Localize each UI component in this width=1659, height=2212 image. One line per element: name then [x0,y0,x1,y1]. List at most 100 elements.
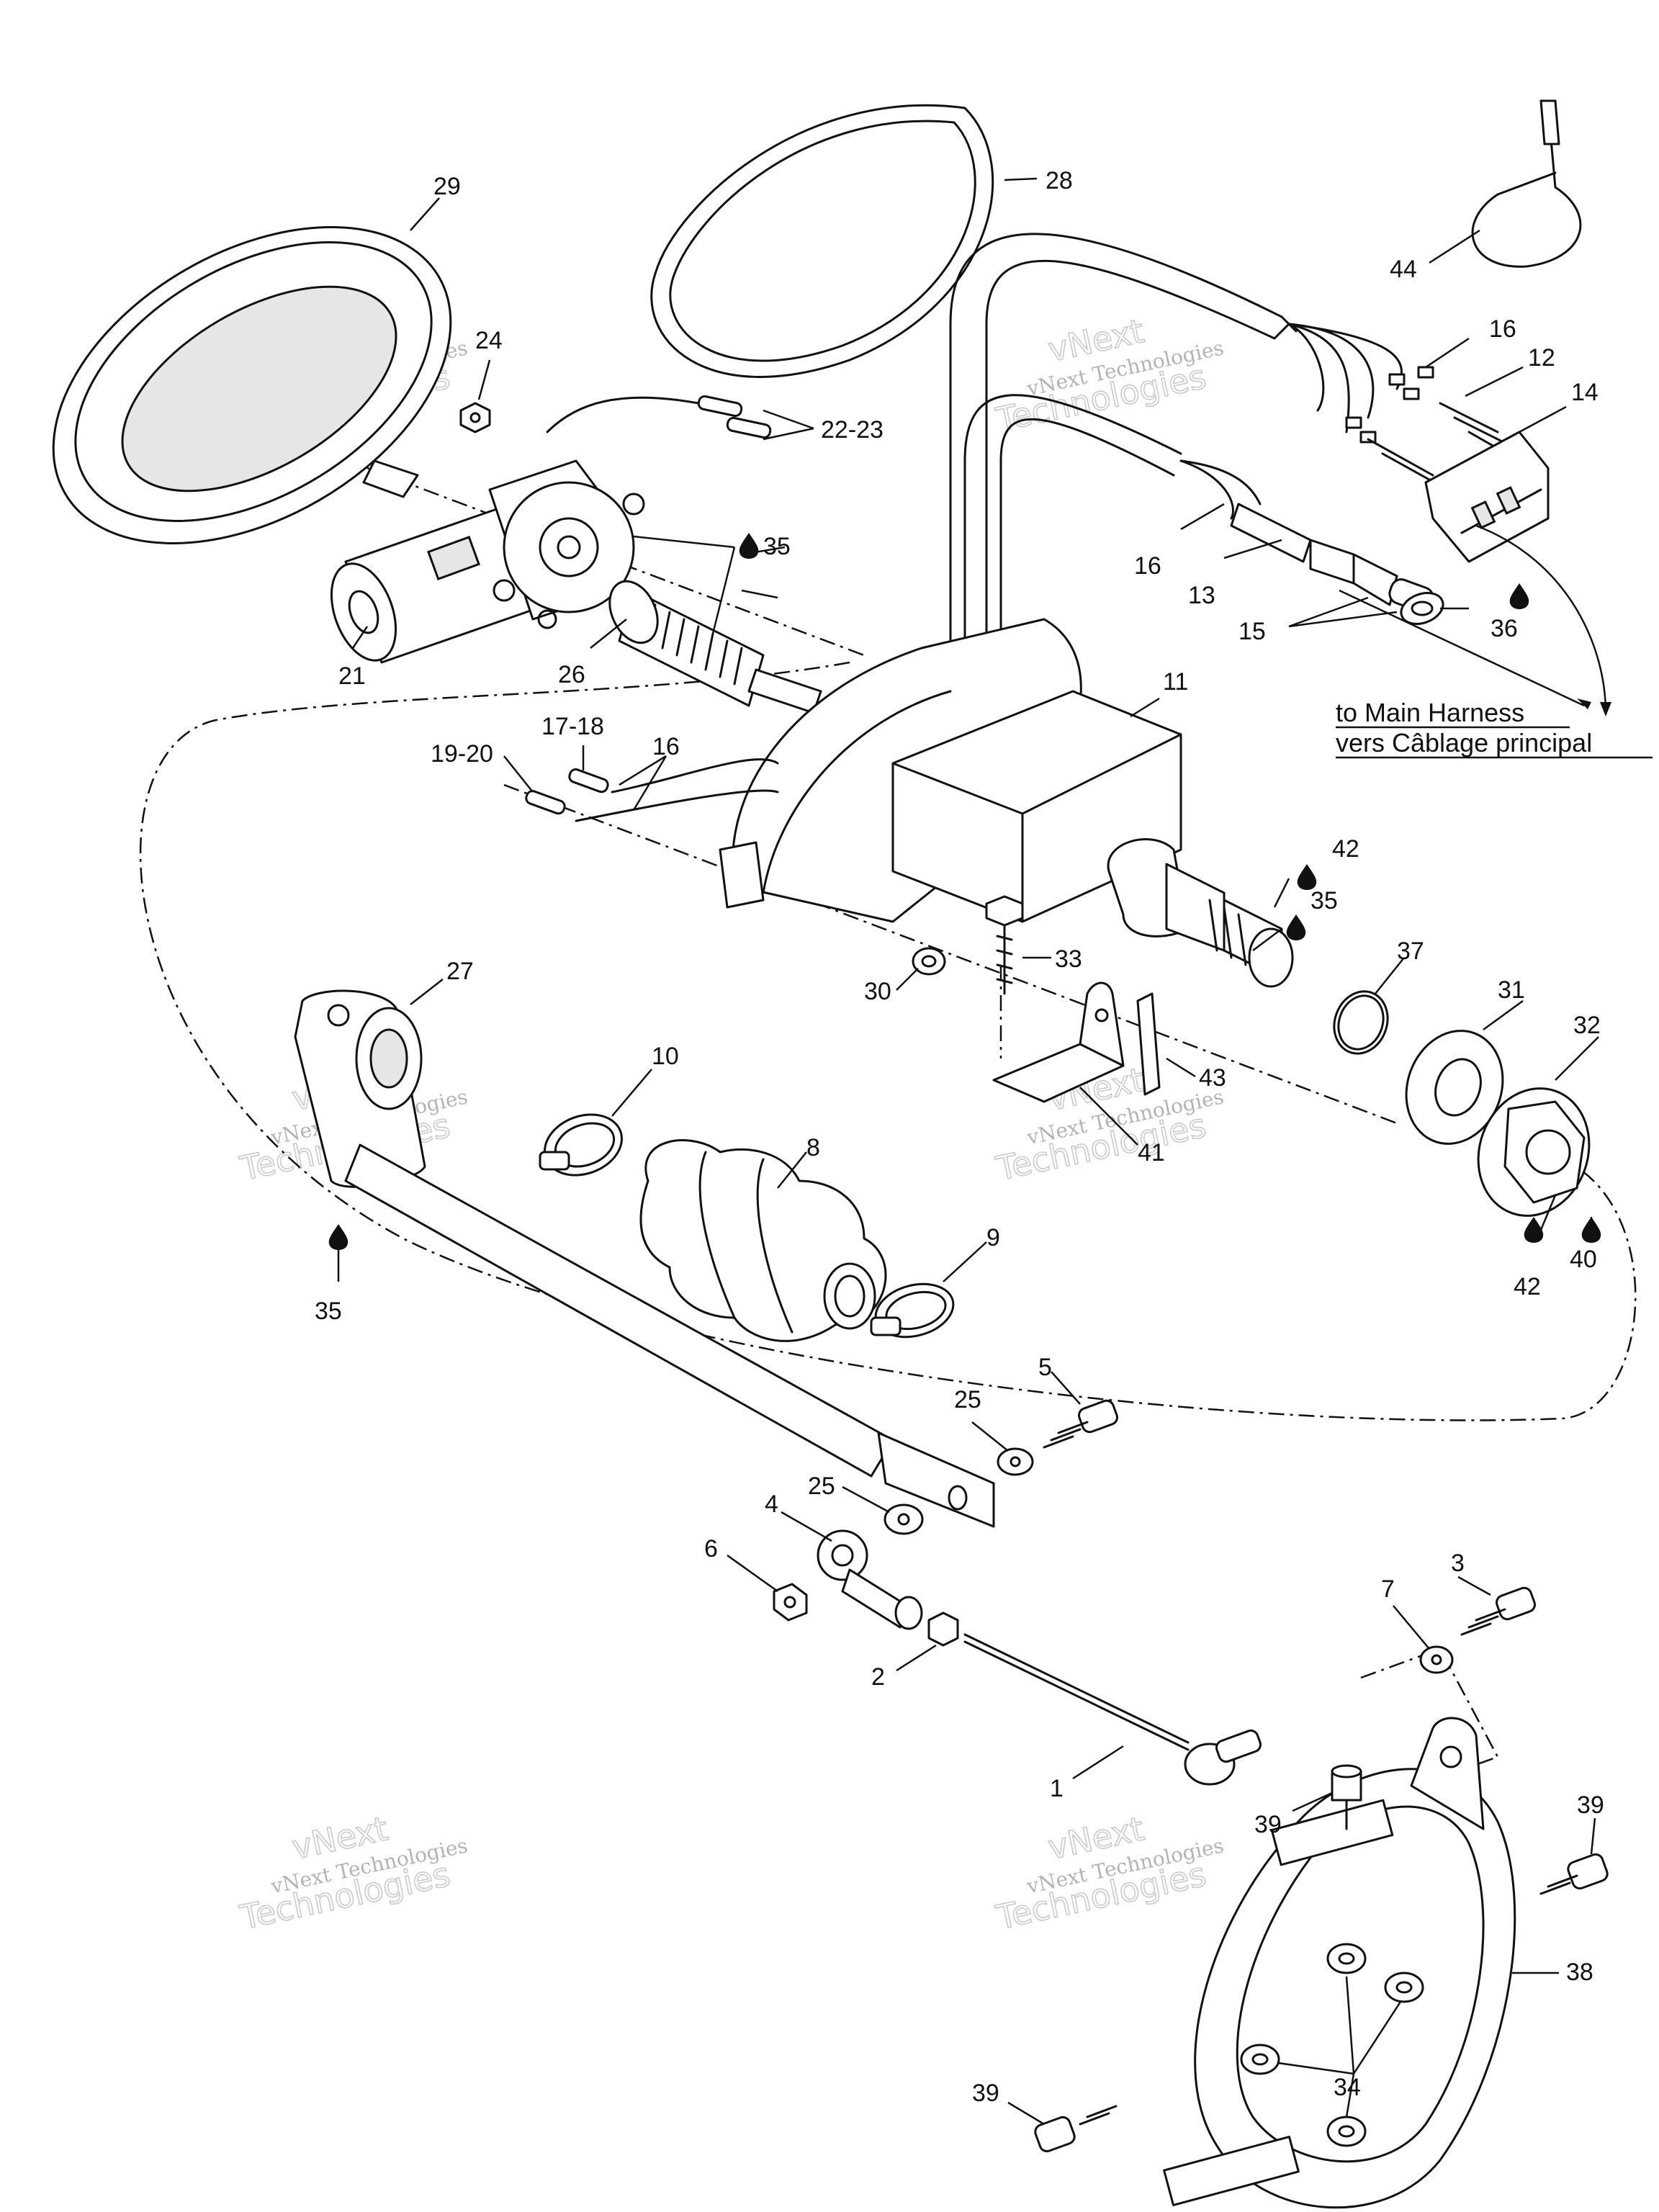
harness-note-fr: vers Câblage principal [1336,728,1592,757]
part-9-hose-clamp [870,1282,955,1339]
part-11-actuator [719,618,1294,988]
part-39-screw-top [1331,1764,1362,1830]
part-39-screw-right [1539,1853,1609,1895]
oil-drop-icon [328,1224,349,1250]
callout-44: 44 [1390,256,1417,283]
callout-38: 38 [1566,1959,1593,1986]
callout-14: 14 [1571,379,1599,406]
part-31-washer [1405,1030,1504,1145]
callout-13: 13 [1188,582,1215,609]
callout-7: 7 [1381,1575,1395,1603]
part-1-cable [963,1633,1262,1786]
callout-35: 35 [763,533,791,560]
part-32-flange-nut [1477,1087,1591,1217]
part-27-mount [294,989,426,1188]
lubricant-drop-icons [328,533,1601,1250]
callout-43: 43 [1199,1064,1226,1092]
callout-5: 5 [1038,1354,1052,1381]
part-29-cover [52,226,452,544]
part-43-key [1136,992,1161,1096]
part-2-nut [927,1611,959,1647]
callout-10: 10 [652,1043,679,1070]
part-25-washer [997,1447,1034,1476]
callout-41: 41 [1138,1139,1165,1166]
callout-4: 4 [765,1491,778,1518]
callout-33: 33 [1055,945,1082,973]
part-22-23-terminals [546,395,772,439]
wire-16-lower [575,758,779,822]
rod [344,1143,995,1528]
callout-30: 30 [864,978,891,1005]
harness-arrows [1339,524,1611,716]
callout-21: 21 [338,662,366,690]
cable-loops [949,233,1403,721]
callout-19-20: 19-20 [431,740,493,768]
callout-26: 26 [558,661,585,688]
callout-29: 29 [433,173,461,200]
part-33-screw [985,895,1024,995]
callout-16: 16 [652,733,680,760]
callout-8: 8 [806,1134,820,1161]
callout-42: 42 [1332,835,1359,863]
callout-16: 16 [1134,552,1161,580]
part-39-screw-bottom [1034,2105,1118,2153]
watermark: vNext vNext Technologies Technologies [236,1808,470,1938]
callout-35: 35 [315,1298,342,1325]
callout-42: 42 [1514,1273,1541,1300]
callout-24: 24 [475,327,503,354]
oil-drop-icon [739,533,759,559]
part-34-bushings [1240,1943,1424,2147]
callout-9: 9 [986,1224,1000,1251]
callout-36: 36 [1491,615,1518,642]
part-28-belt [650,104,994,378]
part-37-o-ring [1333,990,1389,1055]
oil-drop-icon [1524,1217,1544,1243]
callout-28: 28 [1046,167,1073,194]
part-21-motor [330,459,645,664]
callout-35: 35 [1310,887,1338,914]
callout-12: 12 [1528,344,1555,372]
callout-16: 16 [1489,315,1516,343]
oil-drop-icon [1286,914,1306,940]
part-8-boot [639,1139,887,1342]
callout-labels: 29 24 28 44 16 12 14 22-23 35 16 13 15 3… [315,167,1604,2107]
part-30-grommet [912,947,946,976]
part-44-cable-tie [1471,99,1582,268]
part-10-hose-clamp [539,1113,623,1177]
callout-39: 39 [1254,1811,1282,1838]
callout-40: 40 [1570,1246,1597,1273]
callout-25: 25 [808,1473,835,1500]
part-4-rod-end [817,1529,923,1630]
callout-39: 39 [972,2080,999,2107]
callout-39: 39 [1577,1791,1604,1819]
part-24-nut [459,402,491,433]
watermark: vNext vNext Technologies Technologies [992,1808,1226,1938]
callout-31: 31 [1498,976,1525,1004]
oil-drop-icon [1509,583,1529,609]
callout-25: 25 [954,1386,981,1413]
callout-11: 11 [1163,668,1188,696]
part-5-screw [1043,1399,1118,1449]
harness-note-en: to Main Harness [1336,698,1524,727]
callout-15: 15 [1238,618,1266,645]
part-14-connector-housing [1424,431,1550,563]
callout-22-23: 22-23 [821,416,884,444]
part-38-bucket-ring [1163,1717,1516,2209]
callout-17-18: 17-18 [541,713,604,740]
callout-3: 3 [1451,1550,1465,1577]
part-13-plug [1230,503,1434,613]
watermark: vNext vNext Technologies Technologies [992,310,1226,440]
callout-37: 37 [1397,938,1424,965]
callout-2: 2 [871,1663,885,1691]
part-19-20-terminal [525,790,566,815]
harness-note: to Main Harness vers Câblage principal [1336,698,1653,759]
callout-6: 6 [704,1535,718,1563]
callout-27: 27 [446,958,474,985]
part-26-worm-gear [608,580,822,714]
part-41-bracket [992,981,1125,1103]
part-36-grommet [1400,592,1444,625]
part-25-washer-2 [884,1503,924,1535]
callout-32: 32 [1573,1012,1601,1039]
oil-drop-icon [1297,864,1317,890]
